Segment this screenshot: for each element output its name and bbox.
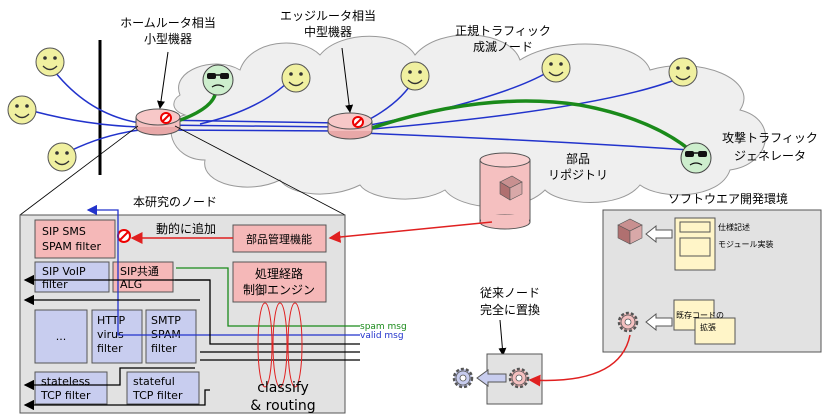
legit-traffic-label: 正規トラフィック <box>455 23 551 38</box>
node-title: 本研究のノード <box>133 194 217 209</box>
user-icon <box>35 47 65 77</box>
home-router-icon <box>135 108 181 136</box>
home-router-sublabel: 小型機器 <box>144 31 192 46</box>
user-icon <box>281 63 311 93</box>
edge-router-icon <box>327 112 373 140</box>
repository-sublabel: リポジトリ <box>548 168 608 182</box>
smtp-spam-filter-module[interactable] <box>145 309 197 364</box>
stateless-label: stateless <box>41 375 90 388</box>
sip-voip-sublabel: filter <box>42 278 68 291</box>
legit-traffic-sublabel: 成滅ノード <box>473 40 533 54</box>
gear-icon <box>452 367 474 389</box>
parts-management-label: 部品管理機能 <box>246 232 312 246</box>
gear-icon <box>617 311 639 333</box>
left-arrow-icon <box>645 224 673 244</box>
dynamic-add-label: 動的に追加 <box>156 221 216 236</box>
sip-common-label: SIP共通 <box>120 265 159 278</box>
http-virus-filter-module[interactable] <box>91 309 143 364</box>
left-arrow-icon <box>645 312 673 332</box>
sip-common-sublabel: ALG <box>120 278 142 291</box>
attacker-icon <box>202 64 234 96</box>
left-arrow-icon <box>476 369 507 387</box>
module-impl-label: モジュール実装 <box>718 239 773 249</box>
classify-sublabel: & routing <box>250 398 315 414</box>
repository-icon <box>479 152 531 230</box>
classify-loops <box>257 302 303 388</box>
sip-sms-sublabel: SPAM filter <box>42 240 101 253</box>
valid-msg-label: valid msg <box>360 331 404 341</box>
sw-env-title: ソフトウエア開発環境 <box>668 191 788 206</box>
sip-voip-label: SIP VoIP <box>42 265 86 278</box>
routing-control-label: 処理経路 <box>255 266 303 281</box>
http-filter-sublabel: virus <box>97 328 124 341</box>
attack-traffic-sublabel: ジェネレータ <box>734 149 806 163</box>
user-icon <box>47 142 77 172</box>
attack-traffic-line <box>174 94 692 152</box>
legit-traffic-lines <box>21 71 691 156</box>
classify-label: classify <box>257 380 309 396</box>
smtp-filter-label: SMTP <box>151 314 181 327</box>
parts-management-module[interactable] <box>232 224 327 253</box>
routing-control-engine-module[interactable] <box>232 261 327 303</box>
attacker-icon <box>680 142 712 174</box>
spec-label: 仕様記述 <box>718 222 750 232</box>
sip-sms-label: SIP SMS <box>42 225 86 238</box>
stateful-label: stateful <box>133 375 175 388</box>
stateless-sublabel: TCP filter <box>40 389 91 402</box>
existing-code-label: 既存コードの <box>676 310 724 320</box>
user-icon <box>400 61 430 91</box>
sip-common-alg-module[interactable] <box>112 261 174 293</box>
placeholder-module[interactable] <box>34 309 88 364</box>
routing-control-sublabel: 制御エンジン <box>243 282 315 297</box>
sip-sms-module[interactable] <box>34 219 116 259</box>
gear-icon <box>508 367 530 389</box>
existing-code-sublabel: 拡張 <box>700 322 716 332</box>
spam-msg-label: spam msg <box>360 322 407 332</box>
edge-router-sublabel: 中型機器 <box>304 24 352 39</box>
internet-cloud <box>170 34 766 208</box>
attack-traffic-label: 攻撃トラフィック <box>722 130 818 145</box>
stateless-tcp-filter-module[interactable] <box>34 371 108 405</box>
repository-label: 部品 <box>566 151 590 166</box>
http-filter-sublabel2: filter <box>97 342 123 355</box>
legacy-node-sublabel: 完全に置換 <box>480 302 540 317</box>
home-router-label: ホームルータ相当 <box>120 16 216 30</box>
user-icon <box>7 95 37 125</box>
sip-voip-module[interactable] <box>34 261 110 293</box>
legacy-node-label: 従来ノード <box>480 286 540 300</box>
blocked-icon <box>117 229 131 243</box>
http-filter-label: HTTP <box>97 314 126 327</box>
user-icon <box>668 57 698 87</box>
stateful-tcp-filter-module[interactable] <box>126 371 200 405</box>
edge-router-label: エッジルータ相当 <box>280 9 376 23</box>
component-icon <box>617 218 643 245</box>
smtp-filter-sublabel2: filter <box>151 342 177 355</box>
user-icon <box>541 53 571 83</box>
placeholder-label: ... <box>56 330 67 343</box>
stateful-sublabel: TCP filter <box>132 389 183 402</box>
